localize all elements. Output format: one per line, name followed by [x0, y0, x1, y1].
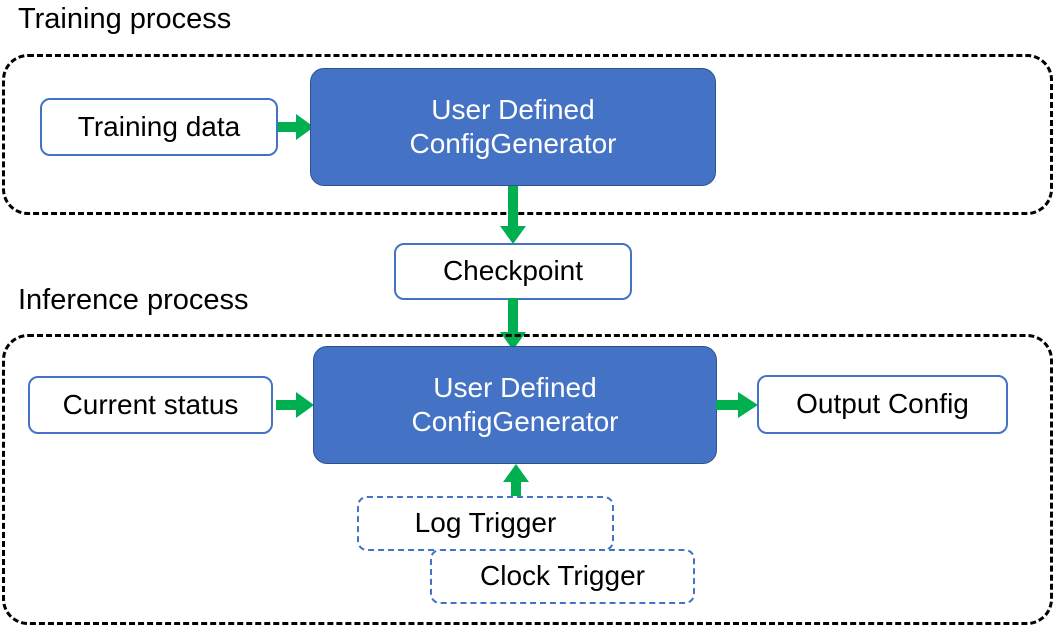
arrow-generator-to-checkpoint: [497, 186, 529, 246]
arrow-triggers-to-generator: [500, 462, 532, 504]
training-config-generator-label: User Defined ConfigGenerator: [409, 93, 617, 159]
training-process-label: Training process: [18, 3, 232, 35]
training-config-generator-node[interactable]: User Defined ConfigGenerator: [310, 68, 716, 186]
arrow-training-data-to-generator: [278, 112, 316, 142]
log-trigger-node[interactable]: Log Trigger: [357, 496, 614, 551]
training-data-label: Training data: [77, 110, 241, 142]
output-config-label: Output Config: [796, 388, 969, 420]
checkpoint-node[interactable]: Checkpoint: [394, 243, 632, 300]
current-status-label: Current status: [62, 388, 239, 420]
inference-config-generator-label: User Defined ConfigGenerator: [411, 371, 619, 437]
log-trigger-label: Log Trigger: [414, 507, 557, 539]
checkpoint-label: Checkpoint: [442, 255, 584, 287]
current-status-node[interactable]: Current status: [28, 376, 273, 434]
arrow-current-status-to-generator: [276, 390, 316, 420]
training-process-group: [2, 54, 1053, 215]
arrow-generator-to-output-config: [716, 390, 760, 420]
inference-process-group: [2, 334, 1053, 625]
clock-trigger-label: Clock Trigger: [480, 560, 645, 592]
inference-config-generator-node[interactable]: User Defined ConfigGenerator: [313, 346, 717, 464]
inference-process-label: Inference process: [18, 284, 249, 316]
training-data-node[interactable]: Training data: [40, 98, 278, 156]
output-config-node[interactable]: Output Config: [757, 375, 1008, 434]
clock-trigger-node[interactable]: Clock Trigger: [430, 549, 695, 604]
